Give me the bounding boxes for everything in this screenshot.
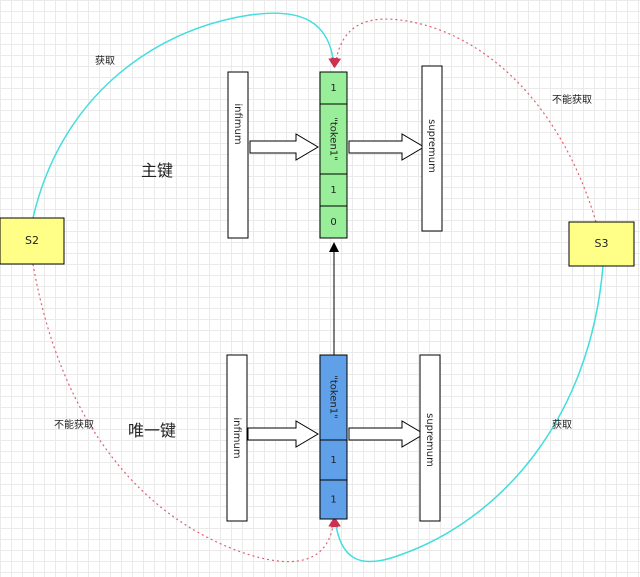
- unique-block-arrow-left: [247, 420, 319, 448]
- primary-block-arrow-right: [348, 133, 425, 161]
- label-primary-key: 主键: [141, 161, 173, 180]
- label-cannot-get-bottom-left: 不能获取: [54, 418, 94, 431]
- label-get-top-left: 获取: [95, 55, 115, 67]
- unique-cell-3-text: 1: [330, 495, 336, 506]
- unique-supremum-box: [419, 354, 441, 522]
- curve-s2-cannot-get-unique: [32, 263, 339, 563]
- primary-cell-1-text: 1: [330, 83, 336, 94]
- primary-block-arrow-left: [249, 133, 319, 161]
- label-get-bottom-right: 获取: [552, 419, 572, 431]
- node-s3-label: S3: [595, 237, 609, 250]
- primary-cell-4: [319, 205, 348, 239]
- primary-cell-2: [319, 103, 348, 175]
- unique-block-arrow-right: [348, 420, 425, 448]
- unique-cell-2: [319, 439, 348, 481]
- primary-cell-3-text: 1: [330, 185, 336, 196]
- primary-cells: 1 "token1" 1 0: [319, 71, 348, 239]
- label-unique-key: 唯一键: [128, 421, 176, 440]
- unique-infimum-text: infimum: [231, 417, 242, 458]
- unique-cell-1-text: "token1": [328, 375, 339, 419]
- node-s2-label: S2: [25, 234, 39, 247]
- curve-s2-get-primary: [32, 12, 339, 219]
- unique-cell-2-text: 1: [330, 455, 336, 466]
- unique-cell-1: [319, 354, 348, 441]
- primary-supremum-box: [421, 65, 443, 232]
- label-cannot-get-top-right: 不能获取: [552, 93, 592, 106]
- unique-cells: "token1" 1 1: [319, 354, 348, 520]
- unique-supremum-text: supremum: [424, 413, 435, 467]
- primary-infimum-box: [227, 71, 249, 239]
- curve-s3-get-unique: [331, 265, 604, 563]
- unique-index: infimum "token1" 1 1 supremum: [226, 354, 441, 522]
- primary-cell-4-text: 0: [330, 217, 336, 228]
- primary-cell-2-text: "token1": [328, 117, 339, 161]
- node-s3: S3: [568, 221, 635, 267]
- unique-cell-3: [319, 479, 348, 520]
- primary-supremum-text: supremum: [426, 119, 437, 173]
- curve-s3-cannot-get-primary: [331, 18, 597, 223]
- unique-infimum-box: [226, 354, 248, 522]
- primary-infimum-text: infimum: [232, 103, 243, 144]
- primary-index: infimum 1 "token1" 1 0 supremum: [227, 65, 443, 239]
- node-s2: S2: [0, 217, 65, 265]
